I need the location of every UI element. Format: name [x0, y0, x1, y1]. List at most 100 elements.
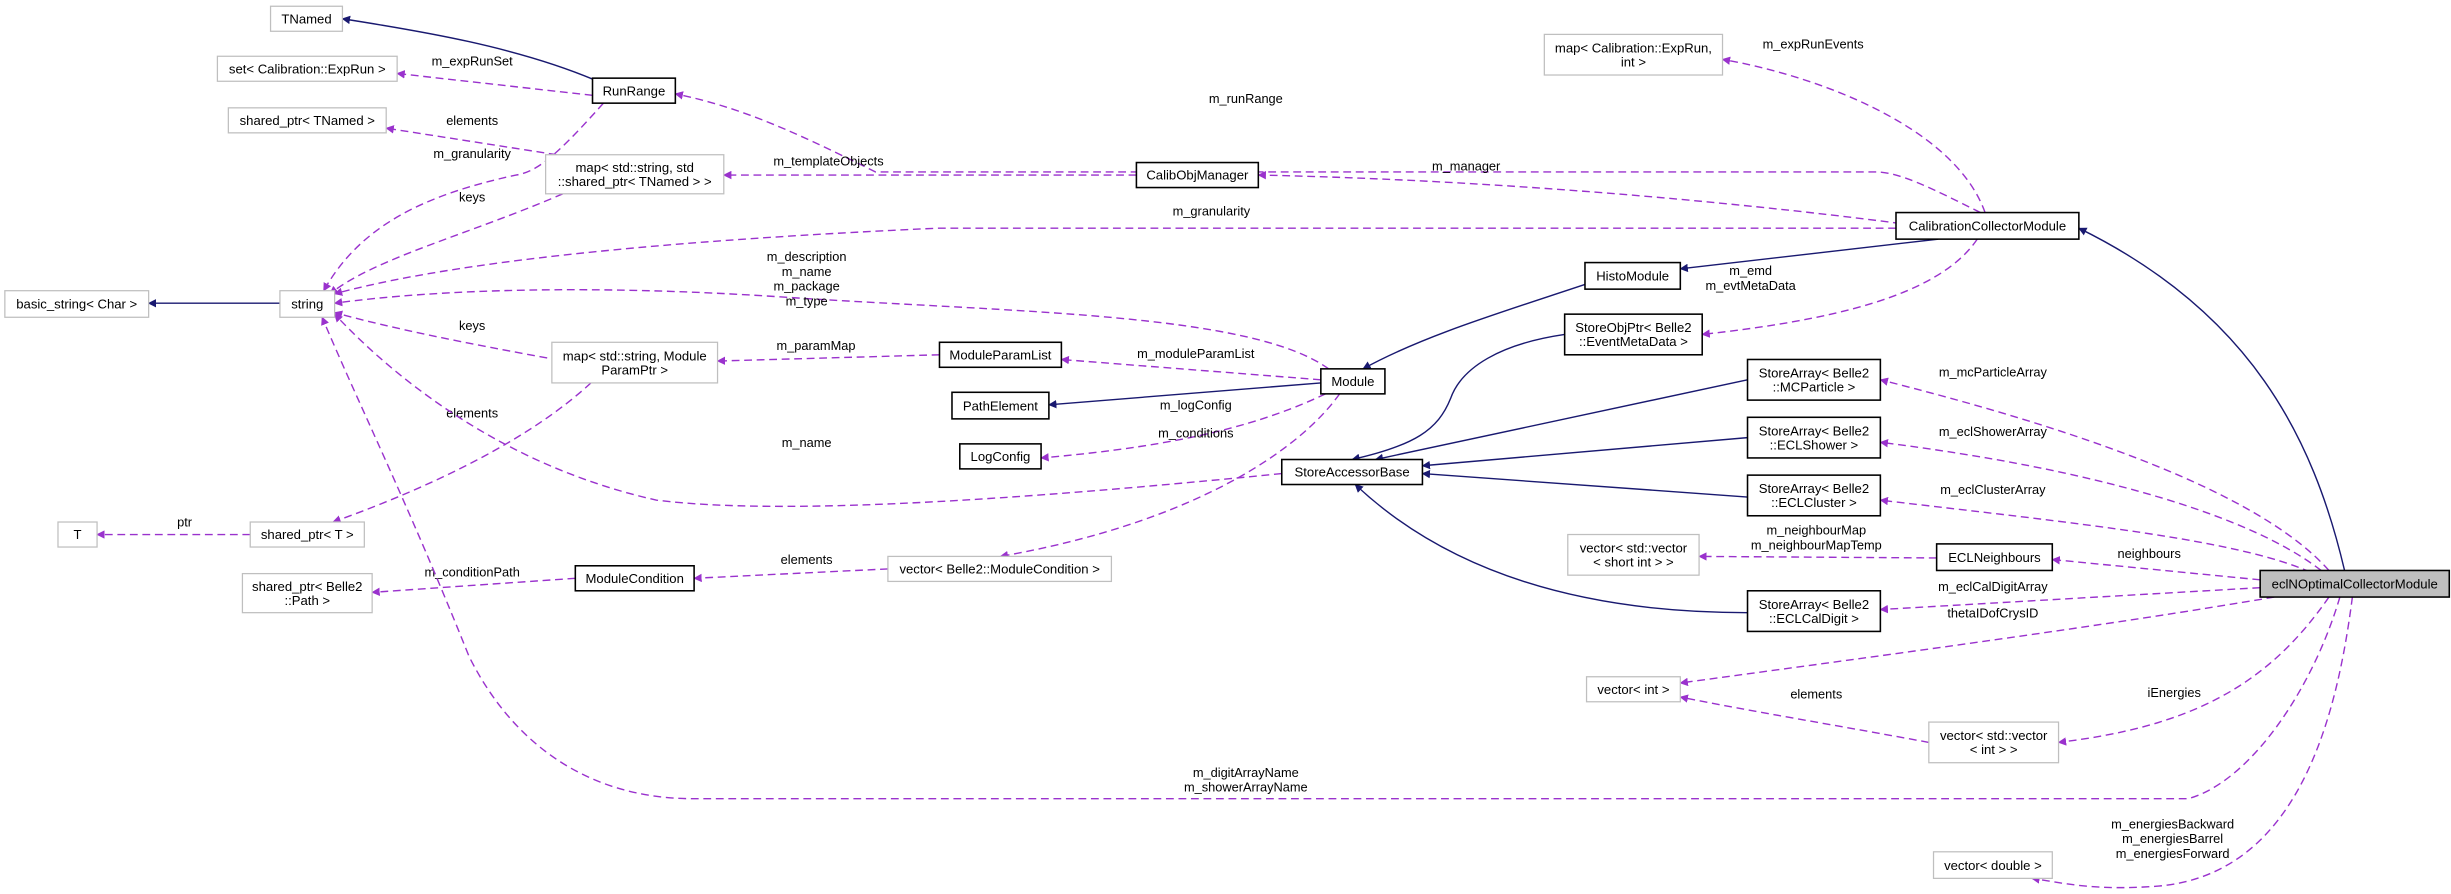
node-label: map< std::string, std	[576, 160, 694, 175]
node-label: shared_ptr< TNamed >	[240, 113, 376, 128]
node-label: ECLNeighbours	[1948, 550, 2041, 565]
class-node-eclneighbours[interactable]: ECLNeighbours	[1935, 543, 2054, 572]
class-node-saeclcluster[interactable]: StoreArray< Belle2::ECLCluster >	[1746, 474, 1882, 517]
usage-arrow	[2057, 596, 2330, 746]
node-box	[216, 55, 398, 82]
inheritance-arrow	[1421, 436, 1748, 470]
edge-calibration-collector-module-to-run-range: m_runRange	[674, 91, 1981, 214]
edge-label: m_manager	[1432, 158, 1501, 173]
edge-module-to-path-element	[1048, 382, 1321, 409]
class-node-log-config[interactable]: LogConfig	[959, 443, 1042, 470]
edge-label: thetaIDofCrysID	[1947, 605, 2038, 620]
node-box	[1135, 161, 1260, 189]
edge-label: neighbours	[2118, 546, 2181, 561]
node-box	[591, 77, 677, 104]
node-label: string	[291, 297, 323, 312]
node-label: CalibObjManager	[1146, 168, 1249, 183]
class-node-path-element[interactable]: PathElement	[951, 391, 1050, 420]
usage-arrow	[1040, 393, 1326, 462]
usage-arrow	[1879, 439, 2322, 572]
edge-store-obj-ptr-emd-to-store-accessor-base	[1351, 333, 1565, 462]
class-node-histo-module[interactable]: HistoModule	[1584, 261, 1682, 290]
usage-arrow	[333, 310, 548, 359]
inheritance-arrow	[1362, 283, 1586, 370]
node-box	[227, 107, 387, 134]
class-node-saeclcal-digit[interactable]: StoreArray< Belle2::ECLCalDigit >	[1746, 590, 1882, 633]
usage-arrow	[1679, 596, 2275, 687]
usage-arrow	[396, 70, 593, 97]
class-node-t: T	[57, 521, 98, 548]
class-node-saeclshower[interactable]: StoreArray< Belle2::ECLShower >	[1746, 416, 1882, 459]
class-node-module[interactable]: Module	[1320, 368, 1386, 395]
edge-label: elements	[1790, 687, 1842, 702]
class-node-module-condition[interactable]: ModuleCondition	[574, 565, 695, 592]
node-box	[4, 290, 150, 318]
edge-label: iEnergies	[2148, 685, 2201, 700]
edge-module-param-list-to-map-param-ptr: m_paramMap	[716, 338, 940, 366]
class-node-module-param-list[interactable]: ModuleParamList	[938, 341, 1063, 369]
edge-label: m_showerArrayName	[1184, 780, 1308, 795]
node-label: CalibrationCollectorModule	[1909, 219, 2066, 234]
edge-label: elements	[446, 405, 498, 420]
edge-module-condition-to-shared-path: m_conditionPath	[371, 565, 576, 597]
node-box	[1543, 33, 1724, 76]
node-box	[249, 521, 365, 548]
usage-arrow	[1879, 377, 2330, 571]
edge-label: m_moduleParamList	[1137, 346, 1255, 361]
edge-ecl-n-to-saeclcluster: m_eclClusterArray	[1879, 482, 2311, 573]
class-node-vector-vector-int: vector< std::vector< int > >	[1928, 721, 2060, 764]
class-node-store-accessor-base[interactable]: StoreAccessorBase	[1280, 458, 1424, 486]
class-node-vector-module-condition: vector< Belle2::ModuleCondition >	[887, 555, 1113, 583]
edges-layer: m_expRunSetm_granularityelementskeyskeys…	[96, 15, 2354, 889]
usage-arrow	[2051, 556, 2261, 581]
edge-ecl-n-to-eclneighbours: neighbours	[2051, 546, 2261, 581]
class-node-set-exp-run: set< Calibration::ExpRun >	[216, 55, 398, 82]
edge-label: m_expRunSet	[432, 54, 514, 69]
edge-label: m_granularity	[1173, 204, 1251, 219]
inheritance-arrow	[1679, 238, 1939, 273]
node-label: vector< int >	[1597, 682, 1669, 697]
edge-label: elements	[781, 552, 833, 567]
edge-label: m_name	[782, 264, 832, 279]
class-node-samcparticle[interactable]: StoreArray< Belle2::MCParticle >	[1746, 358, 1882, 401]
class-node-string: string	[279, 290, 336, 318]
class-node-vector-int: vector< int >	[1585, 676, 1681, 703]
edge-label: m_description	[767, 249, 847, 264]
node-label: eclNOptimalCollectorModule	[2272, 576, 2438, 591]
usage-arrow	[1701, 238, 1978, 338]
node-label: T	[74, 527, 82, 542]
class-node-calibration-collector-module[interactable]: CalibrationCollectorModule	[1895, 211, 2080, 240]
node-label: int >	[1621, 54, 1646, 69]
node-label: ::Path >	[284, 593, 330, 608]
usage-arrow	[674, 91, 1981, 214]
usage-arrow	[385, 125, 557, 156]
class-node-vector-short-int: vector< std::vector< short int > >	[1567, 533, 1700, 576]
class-node-ecl-n[interactable]: eclNOptimalCollectorModule	[2259, 569, 2451, 598]
node-label: StoreArray< Belle2	[1759, 365, 1869, 380]
class-node-calib-obj-manager[interactable]: CalibObjManager	[1135, 161, 1260, 189]
inheritance-arrow	[1374, 379, 1748, 463]
inheritance-arrow	[2078, 227, 2346, 571]
edge-map-tnamed-to-shared-tnamed: elements	[385, 113, 557, 156]
inheritance-arrow	[1354, 483, 1748, 614]
edge-map-param-ptr-to-shared-t: elements	[332, 382, 592, 524]
node-label: StoreArray< Belle2	[1759, 597, 1869, 612]
node-label: shared_ptr< Belle2	[252, 579, 362, 594]
node-box	[938, 341, 1063, 369]
node-label: ModuleCondition	[586, 571, 684, 586]
edge-map-tnamed-to-string: keys	[329, 190, 564, 295]
edge-store-accessor-base-to-string: m_name	[334, 313, 1282, 508]
class-node-run-range[interactable]: RunRange	[591, 77, 677, 104]
node-label: LogConfig	[971, 449, 1031, 464]
node-box	[1932, 851, 2053, 879]
inheritance-arrow	[1048, 382, 1321, 409]
class-node-store-obj-ptr-emd[interactable]: StoreObjPtr< Belle2::EventMetaData >	[1563, 313, 1703, 356]
usage-arrow	[716, 354, 940, 366]
usage-arrow	[332, 382, 592, 524]
edge-run-range-to-string: m_granularity	[323, 102, 604, 292]
